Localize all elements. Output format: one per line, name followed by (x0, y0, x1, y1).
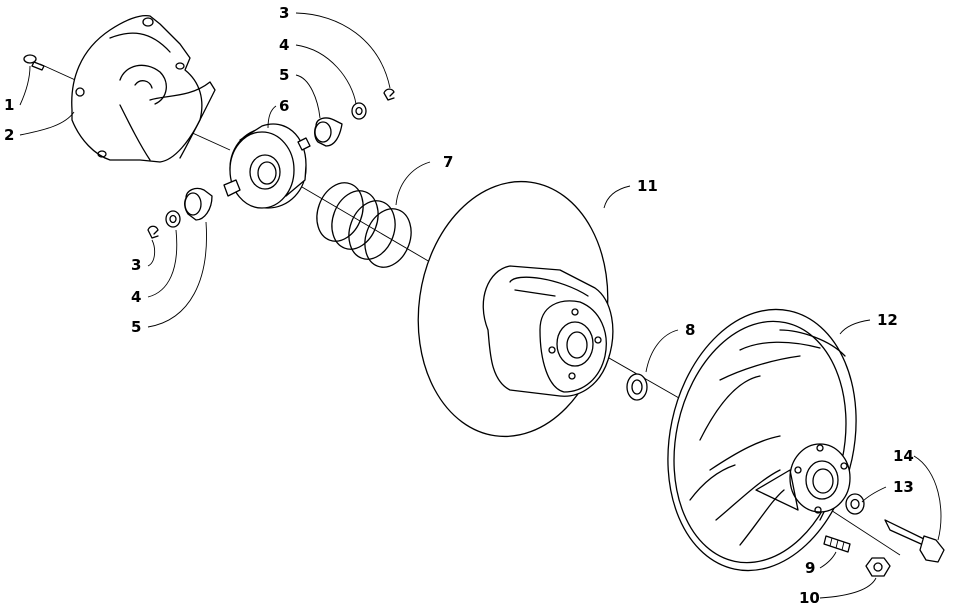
callout-2: 2 (4, 126, 14, 144)
callout-14: 14 (893, 447, 914, 465)
part-10-nut (865, 557, 891, 577)
part-5-roller-upper (314, 117, 343, 147)
callout-6: 6 (279, 97, 289, 115)
callout-1: 1 (4, 96, 14, 114)
callout-10: 10 (799, 589, 820, 607)
callout-12: 12 (877, 311, 898, 329)
part-3-clip-upper (383, 88, 395, 101)
callout-4-upper: 4 (279, 36, 289, 54)
part-13-washer (845, 493, 865, 515)
callout-9: 9 (805, 559, 815, 577)
callout-labels: 1 2 3 4 5 6 7 3 4 5 11 8 12 14 13 9 10 (4, 4, 914, 607)
callout-5-upper: 5 (279, 66, 289, 84)
part-2-cover (71, 14, 216, 163)
part-3-clip-lower (147, 225, 159, 239)
part-4-washer-lower (165, 210, 181, 228)
callout-3-lower: 3 (131, 256, 141, 274)
part-14-bolt (884, 519, 945, 563)
part-9-stud (823, 535, 851, 553)
part-7-spring (316, 182, 412, 268)
callout-7: 7 (443, 153, 453, 171)
callout-5-lower: 5 (131, 318, 141, 336)
part-11-sheave (417, 180, 614, 438)
part-4-washer-upper (351, 102, 367, 120)
callout-3-upper: 3 (279, 4, 289, 22)
part-5-roller-lower (184, 187, 213, 221)
callout-8: 8 (685, 321, 695, 339)
callout-13: 13 (893, 478, 914, 496)
part-12-fan-sheave (667, 308, 857, 572)
leader-lines (19, 12, 942, 599)
part-8-washer (626, 373, 648, 401)
callout-4-lower: 4 (131, 288, 141, 306)
part-1-screw (23, 54, 45, 71)
part-6-hub (223, 123, 311, 209)
callout-11: 11 (637, 177, 658, 195)
